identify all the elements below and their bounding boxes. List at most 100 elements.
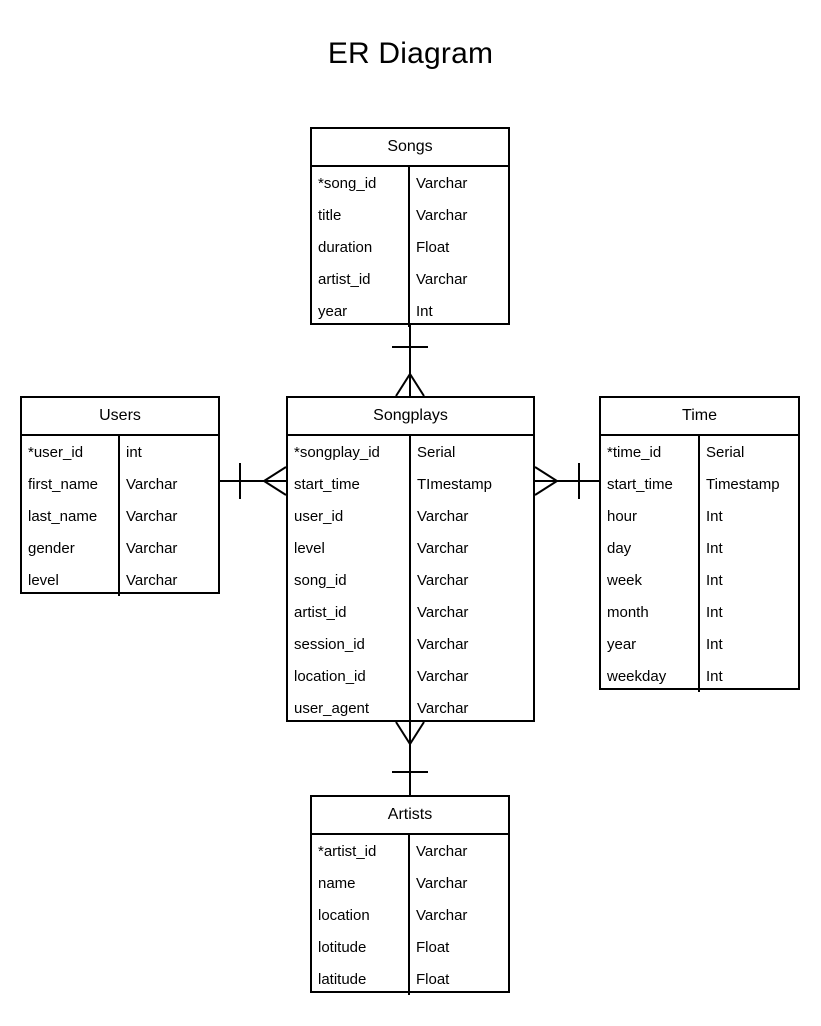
entity-users-title: Users bbox=[22, 398, 218, 436]
attribute-row[interactable]: name Varchar bbox=[312, 867, 508, 899]
attribute-row[interactable]: *time_id Serial bbox=[601, 436, 798, 468]
attribute-row[interactable]: location Varchar bbox=[312, 899, 508, 931]
attribute-row[interactable]: start_time TImestamp bbox=[288, 468, 533, 500]
attribute-name: start_time bbox=[601, 468, 700, 500]
entity-songs-attributes: *song_id Varchar title Varchar duration … bbox=[312, 167, 508, 327]
attribute-row[interactable]: last_name Varchar bbox=[22, 500, 218, 532]
attribute-row[interactable]: first_name Varchar bbox=[22, 468, 218, 500]
attribute-type: Varchar bbox=[416, 906, 468, 924]
attribute-row[interactable]: *artist_id Varchar bbox=[312, 835, 508, 867]
attribute-name: first_name bbox=[22, 468, 120, 500]
attribute-type: Varchar bbox=[416, 174, 468, 192]
attribute-row[interactable]: latitude Float bbox=[312, 963, 508, 995]
attribute-name: song_id bbox=[288, 564, 411, 596]
attribute-name: level bbox=[288, 532, 411, 564]
page-title: ER Diagram bbox=[327, 37, 494, 70]
attribute-type: Serial bbox=[417, 443, 456, 461]
attribute-type: Serial bbox=[706, 443, 745, 461]
entity-artists-attributes: *artist_id Varchar name Varchar location… bbox=[312, 835, 508, 995]
attribute-type: Varchar bbox=[417, 571, 469, 589]
attribute-row[interactable]: day Int bbox=[601, 532, 798, 564]
attribute-type: Int bbox=[706, 539, 723, 557]
attribute-type: Varchar bbox=[416, 874, 468, 892]
attribute-row[interactable]: gender Varchar bbox=[22, 532, 218, 564]
attribute-name: gender bbox=[22, 532, 120, 564]
entity-songs[interactable]: Songs *song_id Varchar title Varchar dur… bbox=[310, 127, 510, 327]
attribute-name: weekday bbox=[601, 660, 700, 692]
attribute-name: location bbox=[312, 899, 410, 931]
attribute-name: hour bbox=[601, 500, 700, 532]
entity-artists[interactable]: Artists *artist_id Varchar name Varchar … bbox=[310, 795, 510, 995]
attribute-type: Float bbox=[416, 238, 450, 256]
relationship-users-songplays bbox=[220, 463, 287, 499]
attribute-name: *user_id bbox=[22, 436, 120, 468]
attribute-name: artist_id bbox=[312, 263, 410, 295]
attribute-type: Int bbox=[706, 603, 723, 621]
attribute-type: Int bbox=[706, 571, 723, 589]
attribute-row[interactable]: week Int bbox=[601, 564, 798, 596]
entity-songplays-title: Songplays bbox=[288, 398, 533, 436]
attribute-name: level bbox=[22, 564, 120, 596]
entity-users-attributes: *user_id int first_name Varchar last_nam… bbox=[22, 436, 218, 596]
attribute-type: Varchar bbox=[417, 635, 469, 653]
attribute-row[interactable]: start_time Timestamp bbox=[601, 468, 798, 500]
attribute-name: latitude bbox=[312, 963, 410, 995]
entity-time-attributes: *time_id Serial start_time Timestamp hou… bbox=[601, 436, 798, 692]
attribute-name: year bbox=[601, 628, 700, 660]
attribute-row[interactable]: user_agent Varchar bbox=[288, 692, 533, 724]
entity-songplays-attributes: *songplay_id Serial start_time TImestamp… bbox=[288, 436, 533, 724]
attribute-row[interactable]: lotitude Float bbox=[312, 931, 508, 963]
attribute-type: Varchar bbox=[126, 539, 178, 557]
attribute-row[interactable]: *user_id int bbox=[22, 436, 218, 468]
attribute-type: Timestamp bbox=[706, 475, 780, 493]
attribute-name: duration bbox=[312, 231, 410, 263]
attribute-row[interactable]: location_id Varchar bbox=[288, 660, 533, 692]
attribute-type: Varchar bbox=[126, 475, 178, 493]
entity-songplays[interactable]: Songplays *songplay_id Serial start_time… bbox=[286, 396, 535, 724]
attribute-type: Varchar bbox=[416, 206, 468, 224]
attribute-type: int bbox=[126, 443, 142, 461]
attribute-type: Varchar bbox=[126, 571, 178, 589]
attribute-type: Varchar bbox=[417, 667, 469, 685]
attribute-type: Varchar bbox=[417, 699, 469, 717]
attribute-row[interactable]: song_id Varchar bbox=[288, 564, 533, 596]
attribute-row[interactable]: month Int bbox=[601, 596, 798, 628]
attribute-row[interactable]: session_id Varchar bbox=[288, 628, 533, 660]
attribute-row[interactable]: *songplay_id Serial bbox=[288, 436, 533, 468]
attribute-row[interactable]: artist_id Varchar bbox=[288, 596, 533, 628]
attribute-row[interactable]: hour Int bbox=[601, 500, 798, 532]
attribute-name: *songplay_id bbox=[288, 436, 411, 468]
attribute-name: last_name bbox=[22, 500, 120, 532]
entity-songs-title: Songs bbox=[312, 129, 508, 167]
relationship-songplays-time bbox=[534, 463, 599, 499]
attribute-name: day bbox=[601, 532, 700, 564]
attribute-type: Varchar bbox=[126, 507, 178, 525]
attribute-row[interactable]: artist_id Varchar bbox=[312, 263, 508, 295]
attribute-type: Int bbox=[416, 302, 433, 320]
attribute-name: artist_id bbox=[288, 596, 411, 628]
attribute-row[interactable]: year Int bbox=[601, 628, 798, 660]
attribute-row[interactable]: weekday Int bbox=[601, 660, 798, 692]
attribute-name: week bbox=[601, 564, 700, 596]
entity-time[interactable]: Time *time_id Serial start_time Timestam… bbox=[599, 396, 800, 692]
attribute-type: Varchar bbox=[417, 507, 469, 525]
entity-time-title: Time bbox=[601, 398, 798, 436]
attribute-row[interactable]: level Varchar bbox=[22, 564, 218, 596]
attribute-row[interactable]: *song_id Varchar bbox=[312, 167, 508, 199]
attribute-row[interactable]: title Varchar bbox=[312, 199, 508, 231]
attribute-name: lotitude bbox=[312, 931, 410, 963]
attribute-type: Int bbox=[706, 507, 723, 525]
attribute-row[interactable]: duration Float bbox=[312, 231, 508, 263]
relationship-songs-songplays bbox=[392, 325, 428, 397]
attribute-type: Varchar bbox=[417, 603, 469, 621]
attribute-row[interactable]: level Varchar bbox=[288, 532, 533, 564]
relationship-songplays-artists bbox=[392, 721, 428, 795]
attribute-row[interactable]: year Int bbox=[312, 295, 508, 327]
attribute-name: *artist_id bbox=[312, 835, 410, 867]
attribute-name: start_time bbox=[288, 468, 411, 500]
attribute-row[interactable]: user_id Varchar bbox=[288, 500, 533, 532]
entity-users[interactable]: Users *user_id int first_name Varchar la… bbox=[20, 396, 220, 596]
attribute-type: Varchar bbox=[416, 842, 468, 860]
attribute-type: Int bbox=[706, 667, 723, 685]
